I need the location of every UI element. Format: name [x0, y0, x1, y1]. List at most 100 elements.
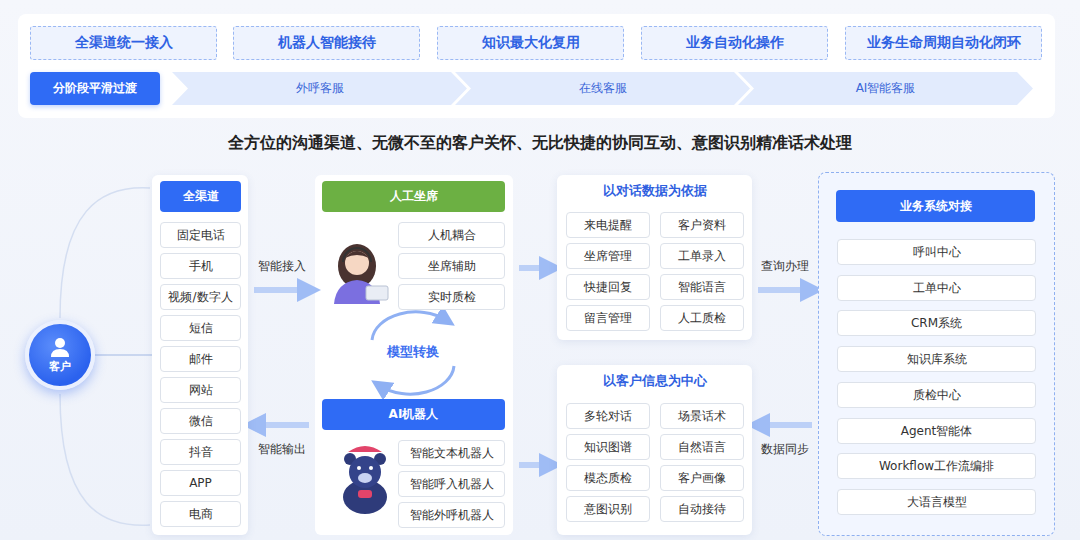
- node-text: 智能外呼机器人: [410, 507, 494, 524]
- item-box: APP: [160, 470, 241, 496]
- item-box: 智能文本机器人: [398, 440, 505, 466]
- person-icon: [49, 336, 71, 358]
- item-box: 多轮对话: [566, 403, 650, 429]
- item-box: Workflow工作流编排: [837, 453, 1036, 479]
- item-box: 知识图谱: [566, 434, 650, 460]
- node-text: 业务系统对接: [836, 190, 1035, 222]
- item-box: 短信: [160, 315, 241, 341]
- node-text: 快捷回复: [584, 279, 632, 296]
- item-box: 智能呼入机器人: [398, 471, 505, 497]
- node-text: 机器人智能接待: [278, 34, 376, 52]
- node-text: 以客户信息为中心: [557, 373, 752, 390]
- item-box: 视频/数字人: [160, 284, 241, 310]
- node-text: 工单中心: [913, 280, 961, 297]
- node-text: 知识库系统: [907, 351, 967, 368]
- item-box: CRM系统: [837, 310, 1036, 336]
- convert-arc: [372, 312, 446, 340]
- node-text: 微信: [189, 413, 213, 430]
- node-text: 人机耦合: [428, 227, 476, 244]
- item-box: 自动接待: [660, 496, 744, 522]
- node-text: 智能语言: [678, 279, 726, 296]
- agent-figure: [334, 244, 388, 304]
- node-text: 实时质检: [428, 289, 476, 306]
- item-box: 模态质检: [566, 465, 650, 491]
- edge-label: 数据同步: [761, 441, 809, 458]
- customer-circle: 客户: [25, 320, 95, 390]
- item-box: 手机: [160, 253, 241, 279]
- channel-panel: 全渠道固定电话手机视频/数字人短信邮件网站微信抖音APP电商: [152, 175, 248, 535]
- node-text: AI机器人: [322, 399, 505, 430]
- item-box: 来电提醒: [566, 212, 650, 238]
- node-text: 全渠道统一接入: [75, 34, 173, 52]
- link-line: [95, 354, 152, 356]
- node-text: 以对话数据为依据: [557, 183, 752, 200]
- node-text: 视频/数字人: [168, 289, 232, 306]
- node-text: 模态质检: [584, 470, 632, 487]
- node-text: 在线客服: [579, 80, 627, 97]
- node-text: 场景话术: [678, 408, 726, 425]
- edge-label: 智能输出: [258, 441, 306, 458]
- node-text: Workflow工作流编排: [879, 458, 994, 475]
- edge-label: 智能接入: [258, 258, 306, 275]
- item-box: 人机耦合: [398, 222, 505, 248]
- item-box: Agent智能体: [837, 418, 1036, 444]
- item-box: 电商: [160, 501, 241, 527]
- top-panel: [18, 14, 1055, 118]
- node-text: 邮件: [189, 351, 213, 368]
- node-text: 自然语言: [678, 439, 726, 456]
- connector-arrow: [519, 265, 551, 271]
- connector-arrow: [758, 287, 812, 293]
- item-box: 客户画像: [660, 465, 744, 491]
- chevron-fill: [455, 72, 750, 105]
- node-text: 分阶段平滑过渡: [53, 80, 137, 97]
- item-box: 抖音: [160, 439, 241, 465]
- item-box: 客户资料: [660, 212, 744, 238]
- item-box: 人工质检: [660, 305, 744, 331]
- item-box: 实时质检: [398, 284, 505, 310]
- feature-box: 知识最大化复用: [437, 26, 624, 60]
- decor-curve: [60, 394, 150, 525]
- feature-box: 全渠道统一接入: [30, 26, 217, 60]
- node-text: 自动接待: [678, 501, 726, 518]
- chevron-fill: [738, 72, 1033, 105]
- connector-arrow: [254, 287, 309, 293]
- stage-button: 分阶段平滑过渡: [30, 72, 160, 105]
- node-text: 外呼客服: [296, 80, 344, 97]
- item-box: 质检中心: [837, 382, 1036, 408]
- node-text: 业务自动化操作: [686, 34, 784, 52]
- node-text: 大语言模型: [907, 494, 967, 511]
- node-text: 多轮对话: [584, 408, 632, 425]
- decor-curve: [60, 188, 150, 318]
- item-box: 网站: [160, 377, 241, 403]
- node-text: 手机: [189, 258, 213, 275]
- connector-arrow: [758, 422, 812, 428]
- agent-panel: [315, 175, 513, 535]
- node-text: 意图识别: [584, 501, 632, 518]
- diagram-title: 全方位的沟通渠道、无微不至的客户关怀、无比快捷的协同互动、意图识别精准话术处理: [0, 133, 1080, 154]
- node-text: Agent智能体: [901, 423, 973, 440]
- feature-panel: 以客户信息为中心多轮对话 场景话术知识图谱 自然语言模态质检 客户画像意图识别 自动接待: [557, 365, 752, 535]
- item-box: 工单录入: [660, 243, 744, 269]
- system-panel: 业务系统对接呼叫中心工单中心 CRM系统知识库系统质检中心 Agent智能体 Work…: [818, 172, 1055, 536]
- feature-box: 业务生命周期自动化闭环: [845, 26, 1042, 60]
- item-box: 大语言模型: [837, 489, 1036, 515]
- node-text: 呼叫中心: [913, 244, 961, 261]
- item-box: 自然语言: [660, 434, 744, 460]
- node-text: 短信: [189, 320, 213, 337]
- node-text: 智能呼入机器人: [410, 476, 494, 493]
- item-box: 意图识别: [566, 496, 650, 522]
- phase-chevron: AI智能客服: [738, 72, 1033, 105]
- robot-bear: [343, 446, 387, 514]
- convert-arc: [380, 366, 454, 394]
- node-text: 质检中心: [913, 387, 961, 404]
- edge-label: 查询办理: [761, 258, 809, 275]
- free-label: 模型转换: [387, 343, 439, 361]
- item-box: 智能外呼机器人: [398, 502, 505, 528]
- item-box: 坐席管理: [566, 243, 650, 269]
- item-box: 呼叫中心: [837, 239, 1036, 265]
- feature-panel: 以对话数据为依据来电提醒客户资料坐席管理工单录入快捷回复智能语言留言管理人工质检: [557, 175, 752, 340]
- node-text: 坐席辅助: [428, 258, 476, 275]
- node-text: 全渠道: [160, 181, 241, 212]
